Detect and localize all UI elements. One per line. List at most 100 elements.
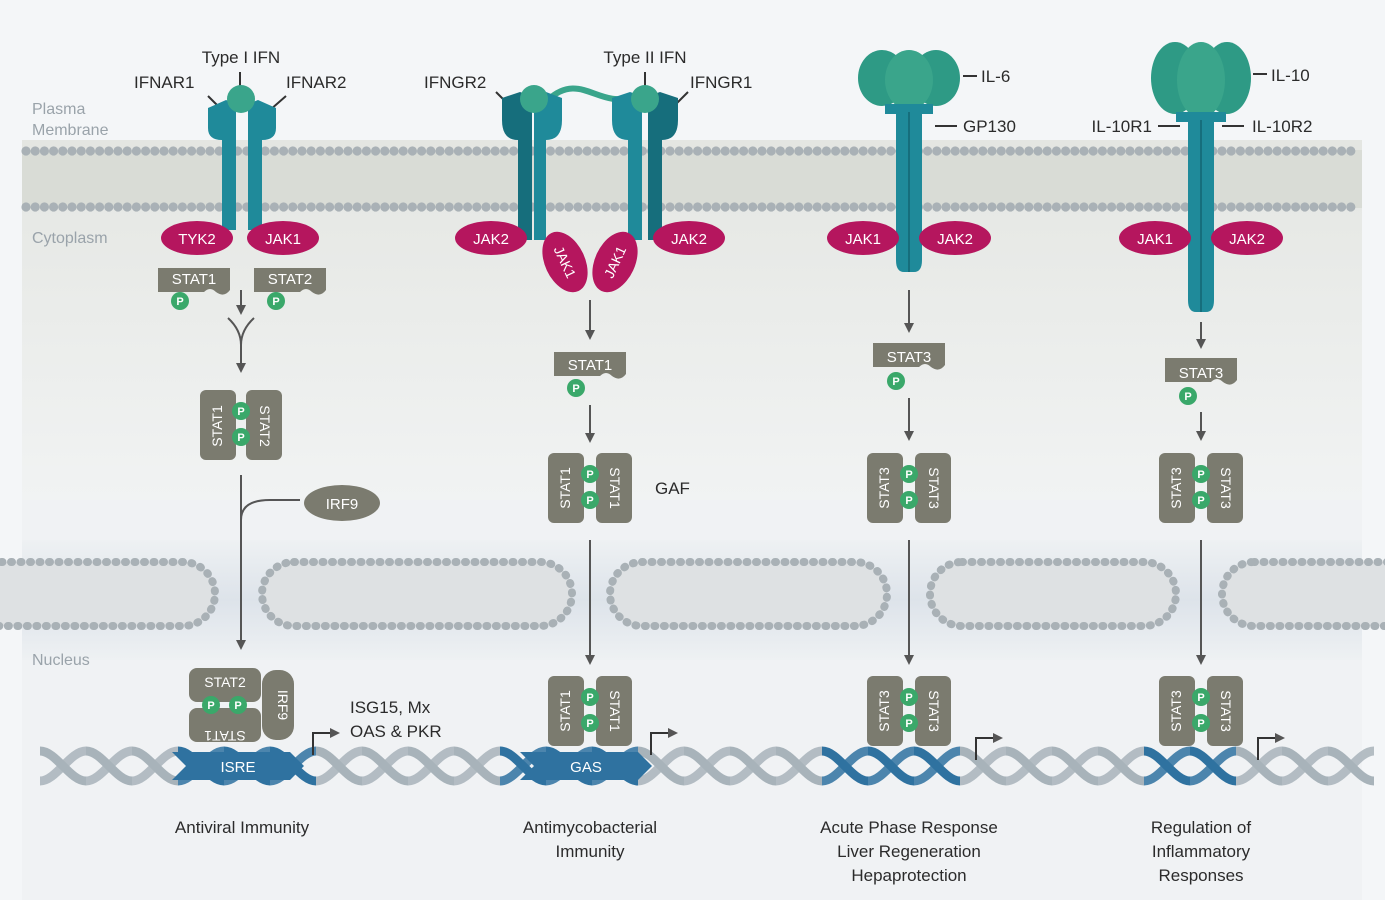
- lipid-head: [1291, 202, 1301, 212]
- lipid-head: [95, 202, 105, 212]
- lipid-head: [472, 146, 482, 156]
- lipid-head: [619, 202, 629, 212]
- lipid-head: [1024, 202, 1034, 212]
- lipid-head: [674, 202, 684, 212]
- lipid-head: [417, 202, 427, 212]
- lipid-head: [205, 202, 215, 212]
- lipid-head: [1226, 146, 1236, 156]
- lipid-head: [545, 202, 556, 212]
- lipid-head: [1217, 146, 1227, 156]
- jak2-kinase-right: [653, 221, 725, 255]
- tyk2-label: TYK2: [178, 231, 216, 248]
- lipid-head: [361, 146, 371, 156]
- plasma-membrane: [21, 146, 1362, 212]
- lipid-head: [269, 202, 279, 212]
- stat3-monomer: [1165, 358, 1237, 385]
- lipid-head: [150, 146, 160, 156]
- phospho-group: [887, 372, 905, 390]
- dna-strand: [821, 746, 869, 786]
- lipid-head: [315, 202, 325, 212]
- lipid-head: [794, 146, 804, 156]
- nuclear-stat3-label: STAT3: [1218, 690, 1234, 732]
- lipid-head: [150, 202, 160, 212]
- irf9-protein: [304, 485, 380, 521]
- lipid-head: [766, 202, 776, 212]
- lipid-head: [1254, 146, 1264, 156]
- lipid-head: [564, 202, 574, 212]
- lipid-head: [1005, 146, 1016, 156]
- lipid-head: [297, 202, 307, 212]
- nuclear-stat1-label: STAT1: [607, 690, 623, 732]
- lipid-head: [113, 146, 123, 156]
- lipid-head: [508, 202, 519, 212]
- lipid-head: [729, 146, 740, 156]
- ifnar1-receptor: [208, 100, 236, 230]
- lipid-head: [1153, 146, 1163, 156]
- lipid-head: [499, 146, 509, 156]
- lipid-head: [389, 146, 399, 156]
- lipid-head: [1134, 146, 1144, 156]
- lipid-head: [1263, 146, 1273, 156]
- lipid-head: [1097, 146, 1107, 156]
- lipid-head: [1300, 202, 1310, 212]
- ifngr2-receptor-right: [648, 92, 678, 240]
- lipid-head: [702, 146, 712, 156]
- phospho-group: [567, 379, 585, 397]
- lipid-head: [187, 202, 197, 212]
- lipid-head: [205, 146, 215, 156]
- dna-strand: [453, 746, 501, 786]
- stat2-monomer: [254, 268, 326, 295]
- lipid-head: [371, 202, 381, 212]
- lipid-head: [141, 146, 151, 156]
- stat1-monomer: [158, 268, 230, 295]
- il10-label: IL-10: [1271, 66, 1310, 85]
- type2-ifn-label: Type II IFN: [603, 48, 686, 67]
- dimer-stat3-label: STAT3: [926, 467, 942, 509]
- lipid-head: [398, 146, 408, 156]
- lipid-head: [463, 202, 473, 212]
- lipid-head: [104, 146, 114, 156]
- lipid-head: [674, 146, 684, 156]
- lipid-head: [610, 146, 620, 156]
- lipid-head: [1263, 202, 1273, 212]
- lipid-head: [214, 202, 224, 212]
- dna-strand: [85, 746, 133, 786]
- jak2-label-left: JAK2: [473, 231, 509, 248]
- lipid-head: [352, 202, 362, 212]
- lipid-head: [858, 202, 868, 212]
- dna-strand: [315, 746, 363, 786]
- jak2-label: JAK2: [1229, 231, 1265, 248]
- lipid-head: [573, 202, 583, 212]
- outcome-antimyco-line2: Immunity: [556, 842, 625, 861]
- lipid-head: [582, 146, 592, 156]
- lipid-head: [1143, 202, 1153, 212]
- ifngr2-label: IFNGR2: [424, 73, 486, 92]
- lipid-head: [840, 146, 850, 156]
- nuclear-stat3-label: STAT3: [926, 690, 942, 732]
- lipid-head: [1005, 202, 1016, 212]
- lipid-head: [1042, 202, 1052, 212]
- isgf3-irf9-label: IRF9: [275, 690, 291, 721]
- lipid-head: [343, 146, 353, 156]
- lipid-head: [21, 202, 31, 212]
- lipid-head: [555, 202, 565, 212]
- gaf-stat1-label: STAT1: [557, 467, 573, 509]
- lipid-head: [858, 146, 868, 156]
- type2-ifn-ligand-left: [520, 85, 548, 113]
- jak1-label: JAK1: [845, 231, 881, 248]
- lipid-head: [739, 202, 749, 212]
- plasma-membrane-label-line2: Membrane: [32, 122, 109, 139]
- type1-ifn-label: Type I IFN: [202, 48, 280, 67]
- lipid-head: [775, 202, 786, 212]
- nuclear-envelope-segment: [0, 558, 219, 630]
- lipid-head: [1088, 202, 1098, 212]
- lipid-head: [1281, 202, 1291, 212]
- lipid-head: [757, 202, 767, 212]
- nucleus-label: Nucleus: [32, 652, 90, 669]
- lipid-head: [49, 202, 59, 212]
- lipid-head: [1116, 202, 1126, 212]
- stat1-label: STAT1: [568, 357, 612, 374]
- lipid-head: [159, 146, 169, 156]
- tyk2-kinase: [161, 221, 233, 255]
- dna-strand: [39, 746, 87, 786]
